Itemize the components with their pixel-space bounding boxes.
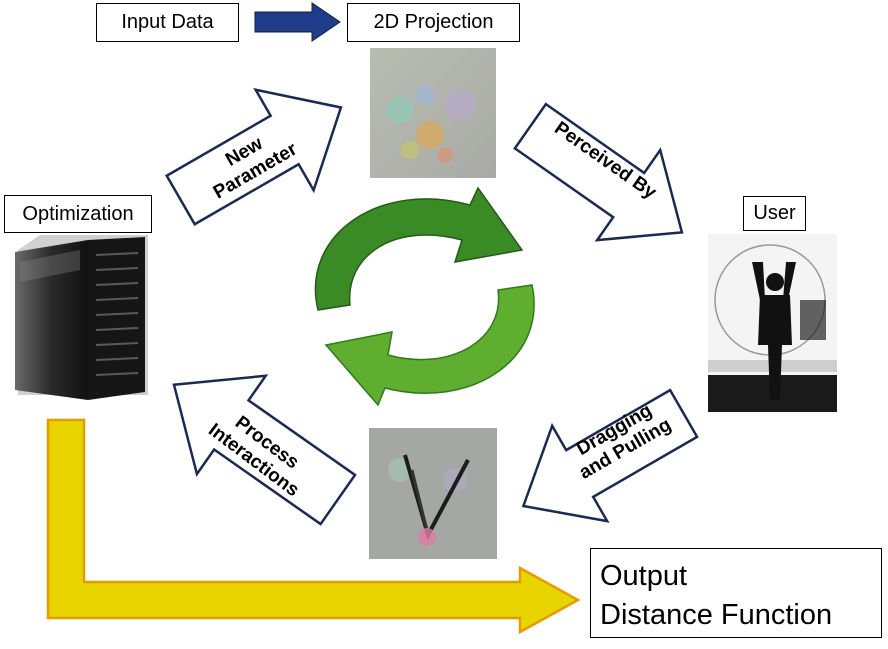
server-icon — [15, 235, 148, 400]
process-interactions-arrow — [172, 374, 357, 526]
output-box: Output Distance Function — [590, 548, 882, 638]
input-data-box: Input Data — [96, 3, 239, 42]
projection-interaction-thumbnail — [369, 428, 497, 559]
projection-2d-box: 2D Projection — [347, 3, 520, 42]
projection-thumbnail — [370, 48, 496, 178]
output-line1: Output — [600, 560, 688, 592]
cycle-arrows-icon — [314, 186, 535, 407]
dragging-pulling-arrow — [521, 388, 699, 523]
perceived-by-arrow — [513, 102, 684, 242]
output-line2: Distance Function — [600, 599, 833, 632]
user-label: User — [753, 202, 796, 224]
output-arrow — [46, 418, 581, 635]
projection-2d-label: 2D Projection — [373, 11, 494, 33]
input-data-label: Input Data — [121, 11, 214, 33]
new-parameter-arrow — [165, 87, 343, 226]
user-box: User — [743, 196, 806, 231]
optimization-label: Optimization — [22, 202, 134, 225]
user-silhouette-photo — [708, 234, 837, 412]
blue-arrow — [254, 2, 341, 42]
optimization-box: Optimization — [4, 195, 152, 233]
